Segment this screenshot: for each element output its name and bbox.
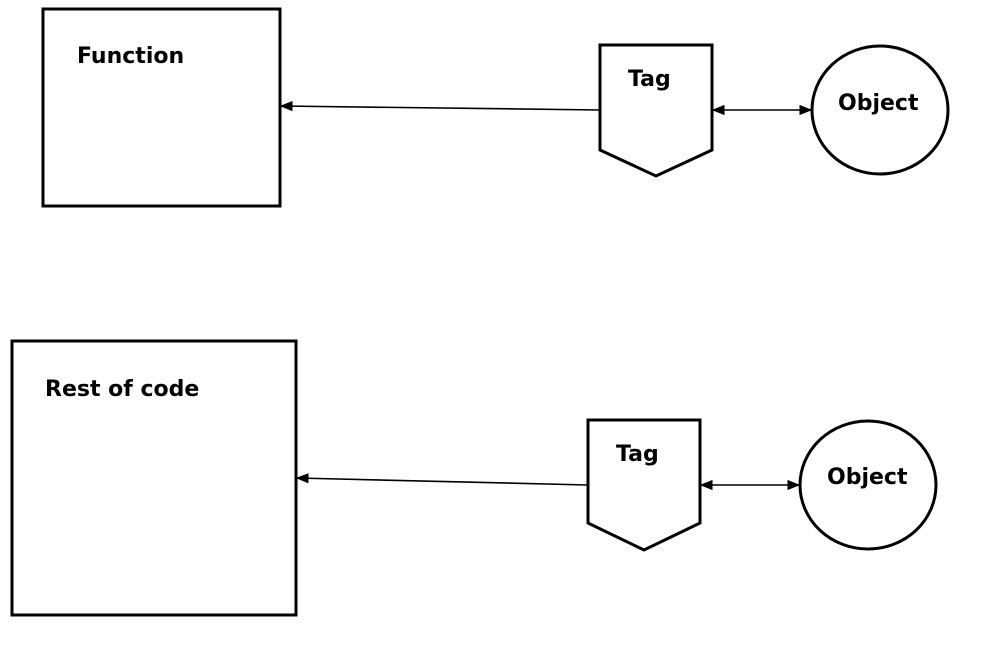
function-box[interactable] — [41, 7, 282, 208]
arrow-tag-bottom-to-rest-of-code — [295, 473, 589, 486]
rest-of-code-label: Rest of code — [45, 377, 199, 402]
top-group: Function Tag Object — [41, 7, 950, 208]
tag-top-label: Tag — [628, 67, 671, 92]
bottom-group: Rest of code Tag Object — [10, 339, 938, 617]
arrow-tag-top-to-function — [279, 101, 601, 112]
tag-top-shape[interactable] — [598, 43, 714, 178]
tag-bottom-label: Tag — [616, 442, 659, 467]
tag-bottom-shape[interactable] — [586, 418, 702, 552]
function-box-label: Function — [77, 44, 184, 69]
rest-of-code-box[interactable] — [10, 339, 298, 617]
object-bottom-label: Object — [827, 465, 908, 490]
object-top-label: Object — [838, 91, 919, 116]
